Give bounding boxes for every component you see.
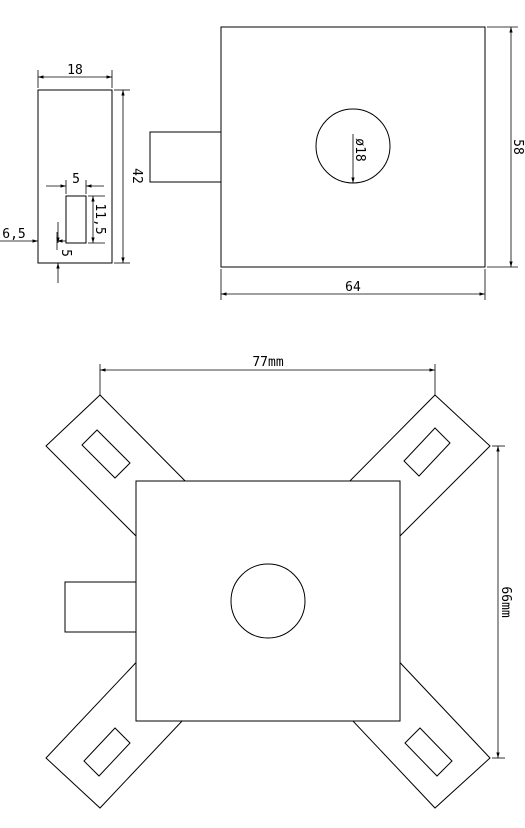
slot-bottom-label: 5 <box>58 249 73 257</box>
arm-bottom-left-slot <box>83 727 131 777</box>
arm-bottom-right-slot <box>404 727 453 777</box>
assembly-tab <box>64 581 137 633</box>
front-view: ø18 64 58 <box>149 26 525 300</box>
assembly-view: 77mm 66mm <box>45 355 513 809</box>
assembly-hole <box>230 563 306 639</box>
assembly-height-label: 66mm <box>498 586 513 617</box>
side-view-body <box>37 89 113 264</box>
side-view-slot <box>65 195 87 244</box>
assembly-body <box>135 480 401 722</box>
arm-top-right-slot <box>403 427 451 477</box>
side-width-label: 18 <box>67 63 83 78</box>
front-height-label: 58 <box>510 139 525 155</box>
side-height-label: 42 <box>129 168 144 184</box>
slot-height-label: 11,5 <box>92 203 107 234</box>
arm-top-left-slot <box>81 429 131 479</box>
front-view-tab <box>149 131 222 183</box>
side-view: 18 42 5 11,5 6,5 5 <box>0 63 144 283</box>
slot-offset-label: 6,5 <box>2 227 25 242</box>
hole-diameter-label: ø18 <box>352 138 367 161</box>
slot-width-label: 5 <box>72 172 80 187</box>
front-width-label: 64 <box>345 280 361 295</box>
assembly-width-label: 77mm <box>252 355 283 370</box>
